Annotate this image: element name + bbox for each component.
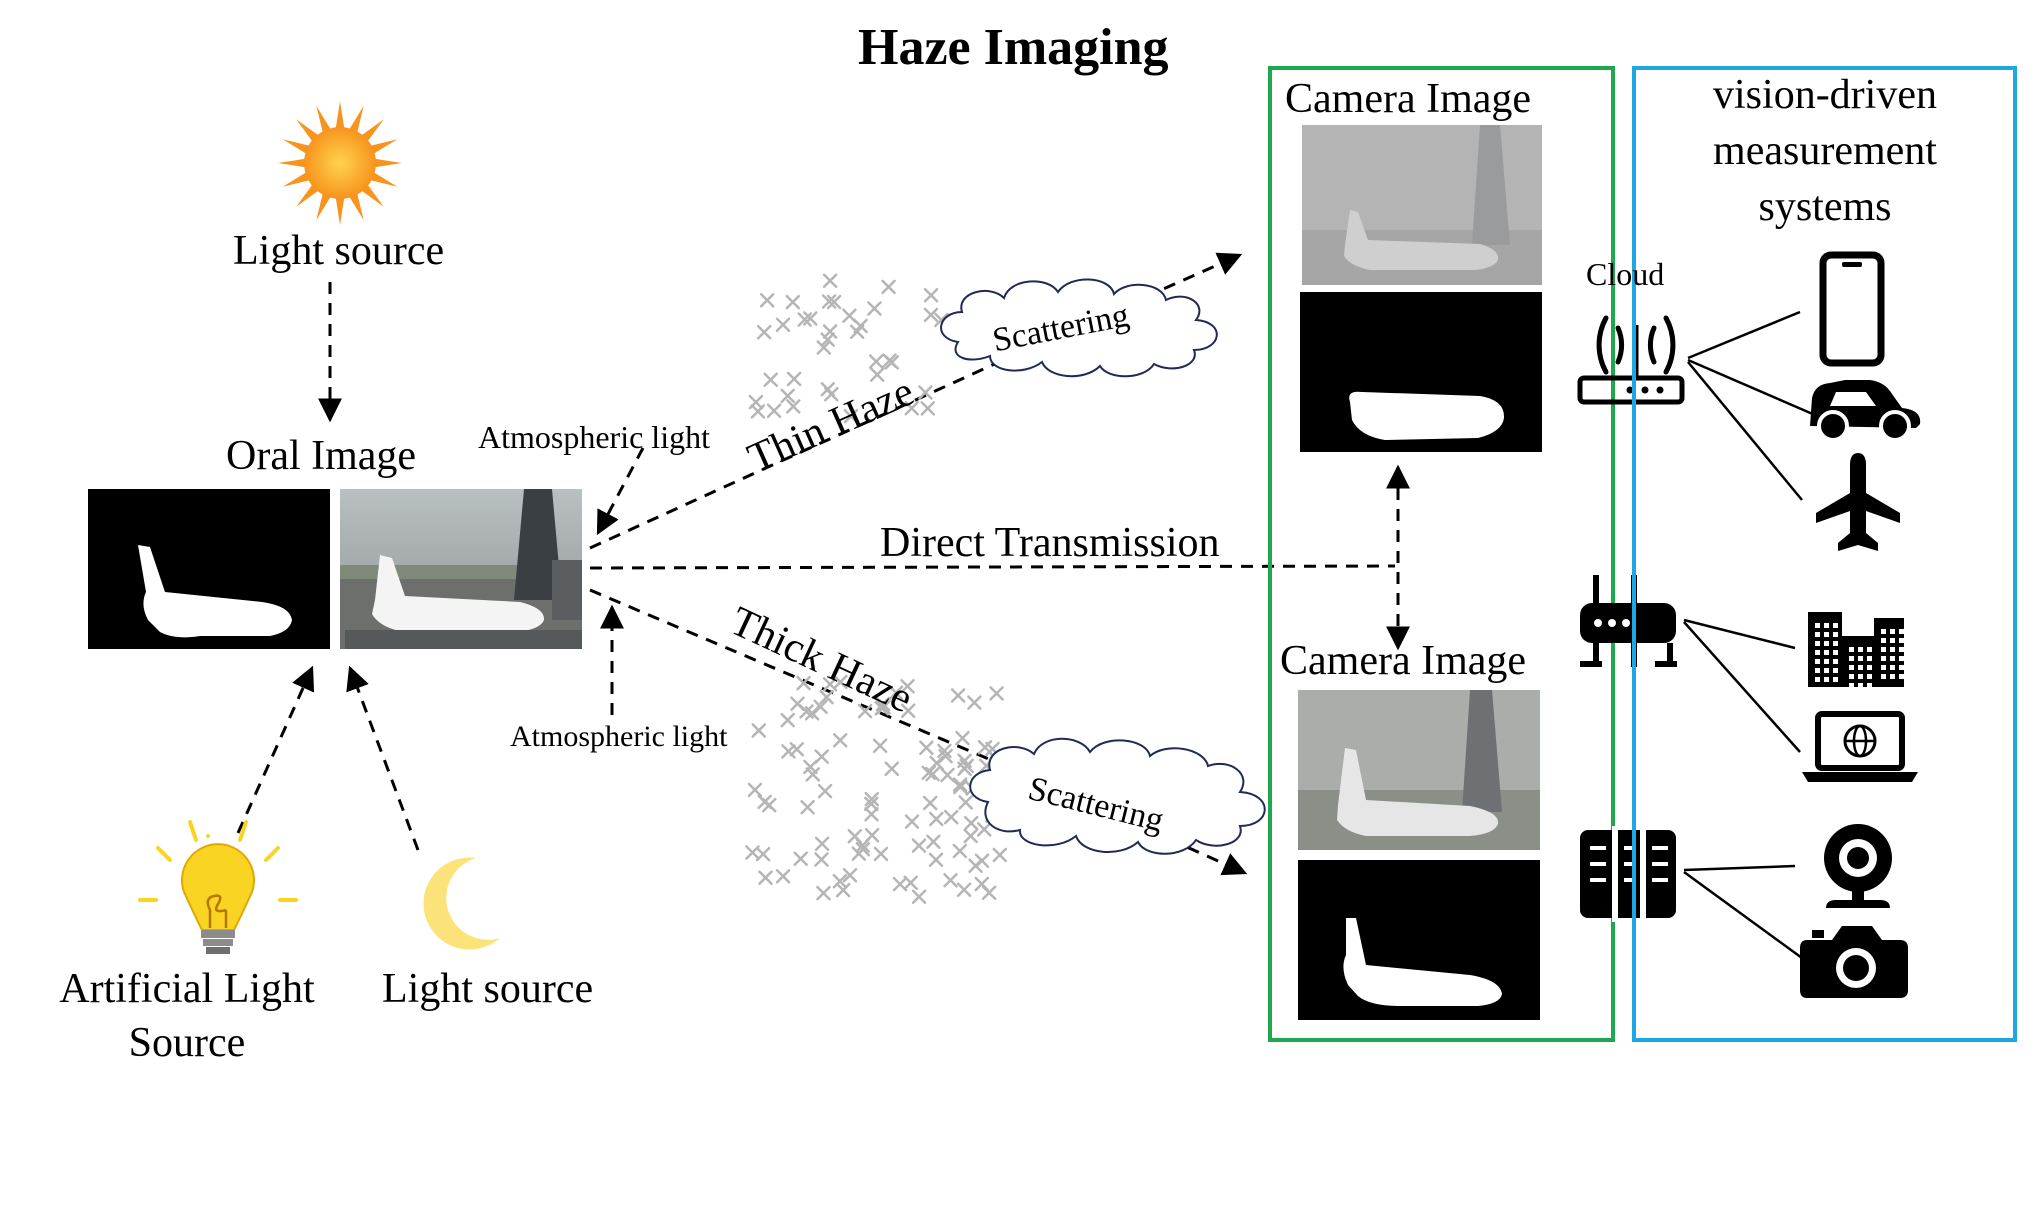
- systems-title: vision-driven measurement systems: [1636, 74, 2014, 228]
- server-links: [1684, 866, 1802, 958]
- laptop-globe-icon: [1802, 714, 1918, 782]
- artificial-light-label-line2: Source: [40, 1022, 334, 1064]
- atmospheric-light-top-label: Atmospheric light: [478, 421, 710, 453]
- systems-title-line1: vision-driven: [1636, 74, 2014, 116]
- camera-top-mask-image: [1300, 292, 1542, 452]
- network-hub-icon: [1580, 575, 1677, 667]
- moon-light-arrow: [350, 668, 418, 850]
- server-icon: [1580, 826, 1676, 922]
- cloud-label: Cloud: [1586, 258, 1664, 290]
- car-icon: [1810, 380, 1920, 440]
- direct-transmission-path: [590, 566, 1395, 568]
- sun-light-source-label: Light source: [233, 230, 444, 272]
- webcam-icon: [1824, 824, 1892, 908]
- oral-mask-image: [88, 489, 330, 649]
- atmospheric-light-top-arrow: [598, 448, 643, 533]
- camera-hazy-thick-photo: [1298, 690, 1540, 850]
- camera-icon: [1800, 926, 1908, 998]
- oral-image-label: Oral Image: [226, 435, 416, 477]
- systems-title-line2: measurement: [1636, 130, 2014, 172]
- sun-icon: [278, 101, 402, 225]
- smartphone-icon: [1823, 255, 1881, 363]
- light-bulb-icon: [140, 822, 296, 954]
- moon-icon: [424, 858, 500, 950]
- artificial-light-arrow: [238, 668, 312, 833]
- diagram-title: Haze Imaging: [858, 22, 1169, 74]
- hub-links: [1684, 620, 1800, 752]
- direct-transmission-label: Direct Transmission: [880, 522, 1220, 564]
- moon-light-source-label: Light source: [382, 968, 593, 1010]
- artificial-light-label-line1: Artificial Light: [40, 968, 334, 1010]
- router-icon: [1580, 318, 1682, 402]
- camera-bottom-mask-image: [1298, 860, 1540, 1020]
- camera-hazy-thin-photo: [1302, 125, 1542, 285]
- oral-photo-image: [340, 489, 582, 649]
- camera-image-bottom-label: Camera Image: [1280, 640, 1526, 682]
- systems-title-line3: systems: [1636, 186, 2014, 228]
- router-links: [1688, 312, 1815, 500]
- camera-image-top-label: Camera Image: [1285, 78, 1531, 120]
- buildings-icon: [1808, 612, 1904, 688]
- airplane-icon: [1816, 453, 1900, 551]
- artificial-light-label: Artificial Light Source: [40, 968, 334, 1064]
- atmospheric-light-bottom-label: Atmospheric light: [510, 722, 727, 752]
